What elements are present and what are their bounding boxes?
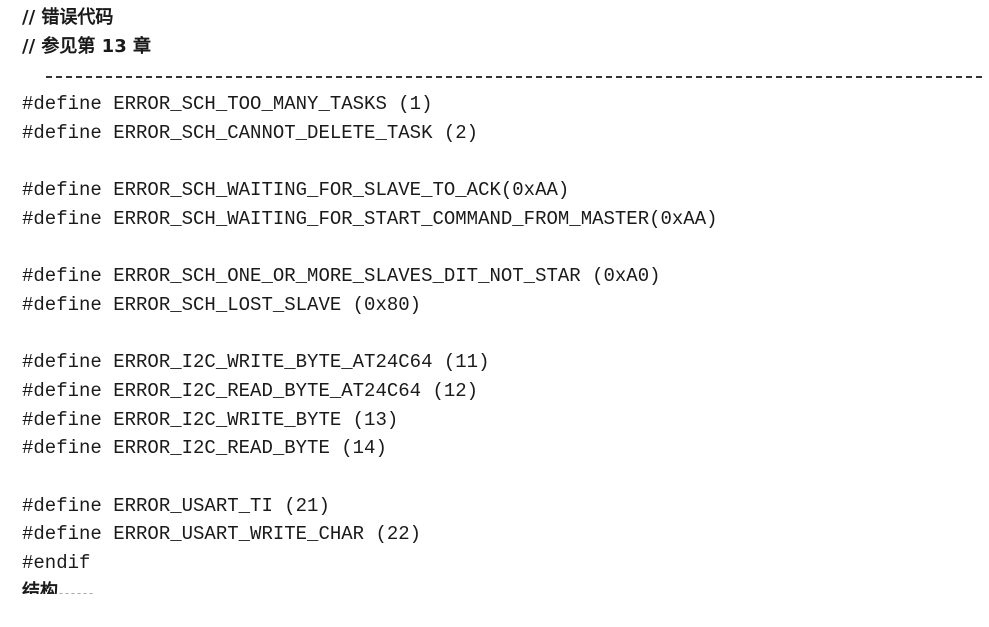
code-line: #define ERROR_I2C_READ_BYTE (14)	[22, 437, 387, 460]
code-line: #define ERROR_SCH_CANNOT_DELETE_TASK (2)	[22, 121, 479, 144]
code-line: #define ERROR_USART_TI (21)	[22, 494, 330, 517]
code-line-endif: #endif	[22, 552, 91, 575]
code-line: #define ERROR_SCH_TOO_MANY_TASKS (1)	[22, 93, 433, 116]
blank-line	[22, 234, 982, 263]
blank-line	[22, 463, 982, 492]
code-line: #define ERROR_USART_WRITE_CHAR (22)	[22, 523, 422, 546]
code-line: #define ERROR_I2C_WRITE_BYTE (13)	[22, 408, 399, 431]
separator-dashes	[46, 75, 982, 78]
comment-error-codes: // 错误代码	[22, 7, 114, 28]
code-line: #define ERROR_I2C_WRITE_BYTE_AT24C64 (11…	[22, 351, 490, 374]
blank-line	[22, 147, 982, 176]
code-line: #define ERROR_I2C_READ_BYTE_AT24C64 (12)	[22, 379, 479, 402]
code-line: #define ERROR_SCH_LOST_SLAVE (0x80)	[22, 293, 422, 316]
code-line: #define ERROR_SCH_WAITING_FOR_SLAVE_TO_A…	[22, 179, 570, 202]
code-line: #define ERROR_SCH_WAITING_FOR_START_COMM…	[22, 207, 718, 230]
comment-see-chapter: // 参见第 13 章	[22, 35, 151, 57]
code-listing: // 错误代码 // 参见第 13 章 // #define ERROR_SCH…	[22, 4, 982, 623]
cut-off-text: 结构……	[22, 580, 94, 594]
comment-separator: //	[22, 61, 982, 90]
blank-line	[22, 320, 982, 349]
code-line: #define ERROR_SCH_ONE_OR_MORE_SLAVES_DIT…	[22, 265, 661, 288]
